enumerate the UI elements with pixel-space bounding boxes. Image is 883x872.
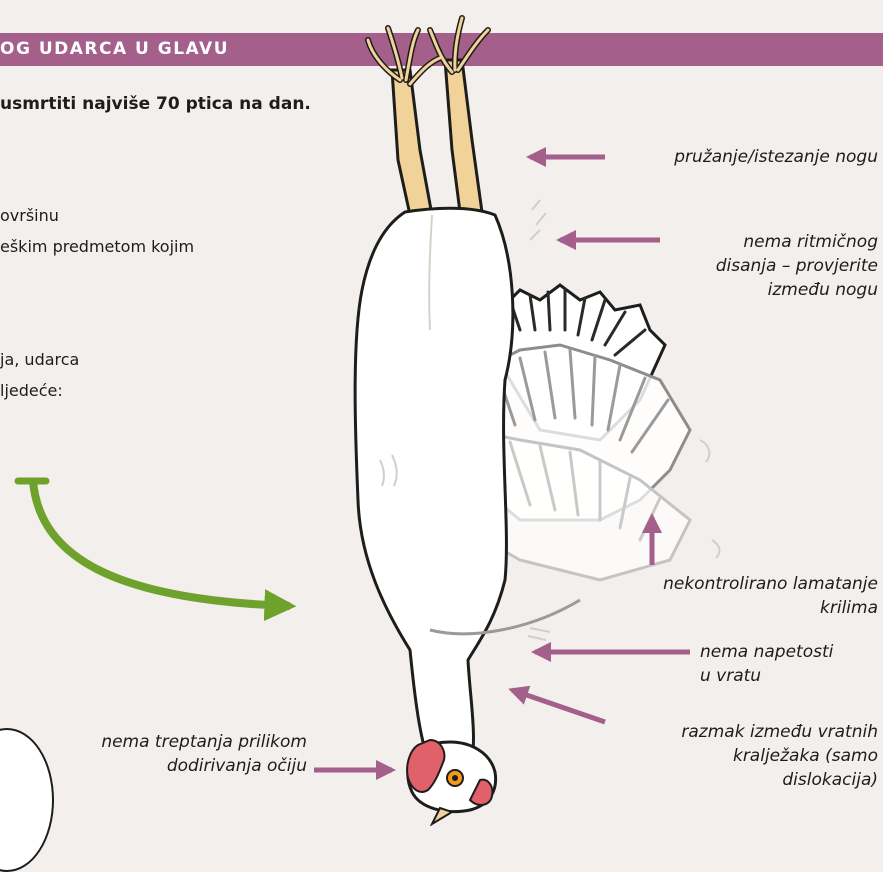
chicken-illustration [0, 0, 883, 826]
chicken-legs [368, 18, 488, 215]
label-eyes: nema treptanja prilikom dodirivanja očij… [101, 730, 307, 778]
arrow-vertebrae [512, 690, 605, 722]
label-wings: nekontrolirano lamatanje krilima [663, 572, 878, 620]
green-curved-arrow-icon [18, 481, 290, 606]
label-neck: nema napetosti u vratu [700, 640, 833, 688]
label-breathing: nema ritmičnog disanja – provjerite izme… [716, 230, 878, 302]
chicken-head [407, 740, 495, 824]
chicken-body [355, 208, 513, 770]
label-legs: pružanje/istezanje nogu [674, 145, 878, 169]
label-vertebrae: razmak između vratnih kralježaka (samo d… [681, 720, 878, 792]
